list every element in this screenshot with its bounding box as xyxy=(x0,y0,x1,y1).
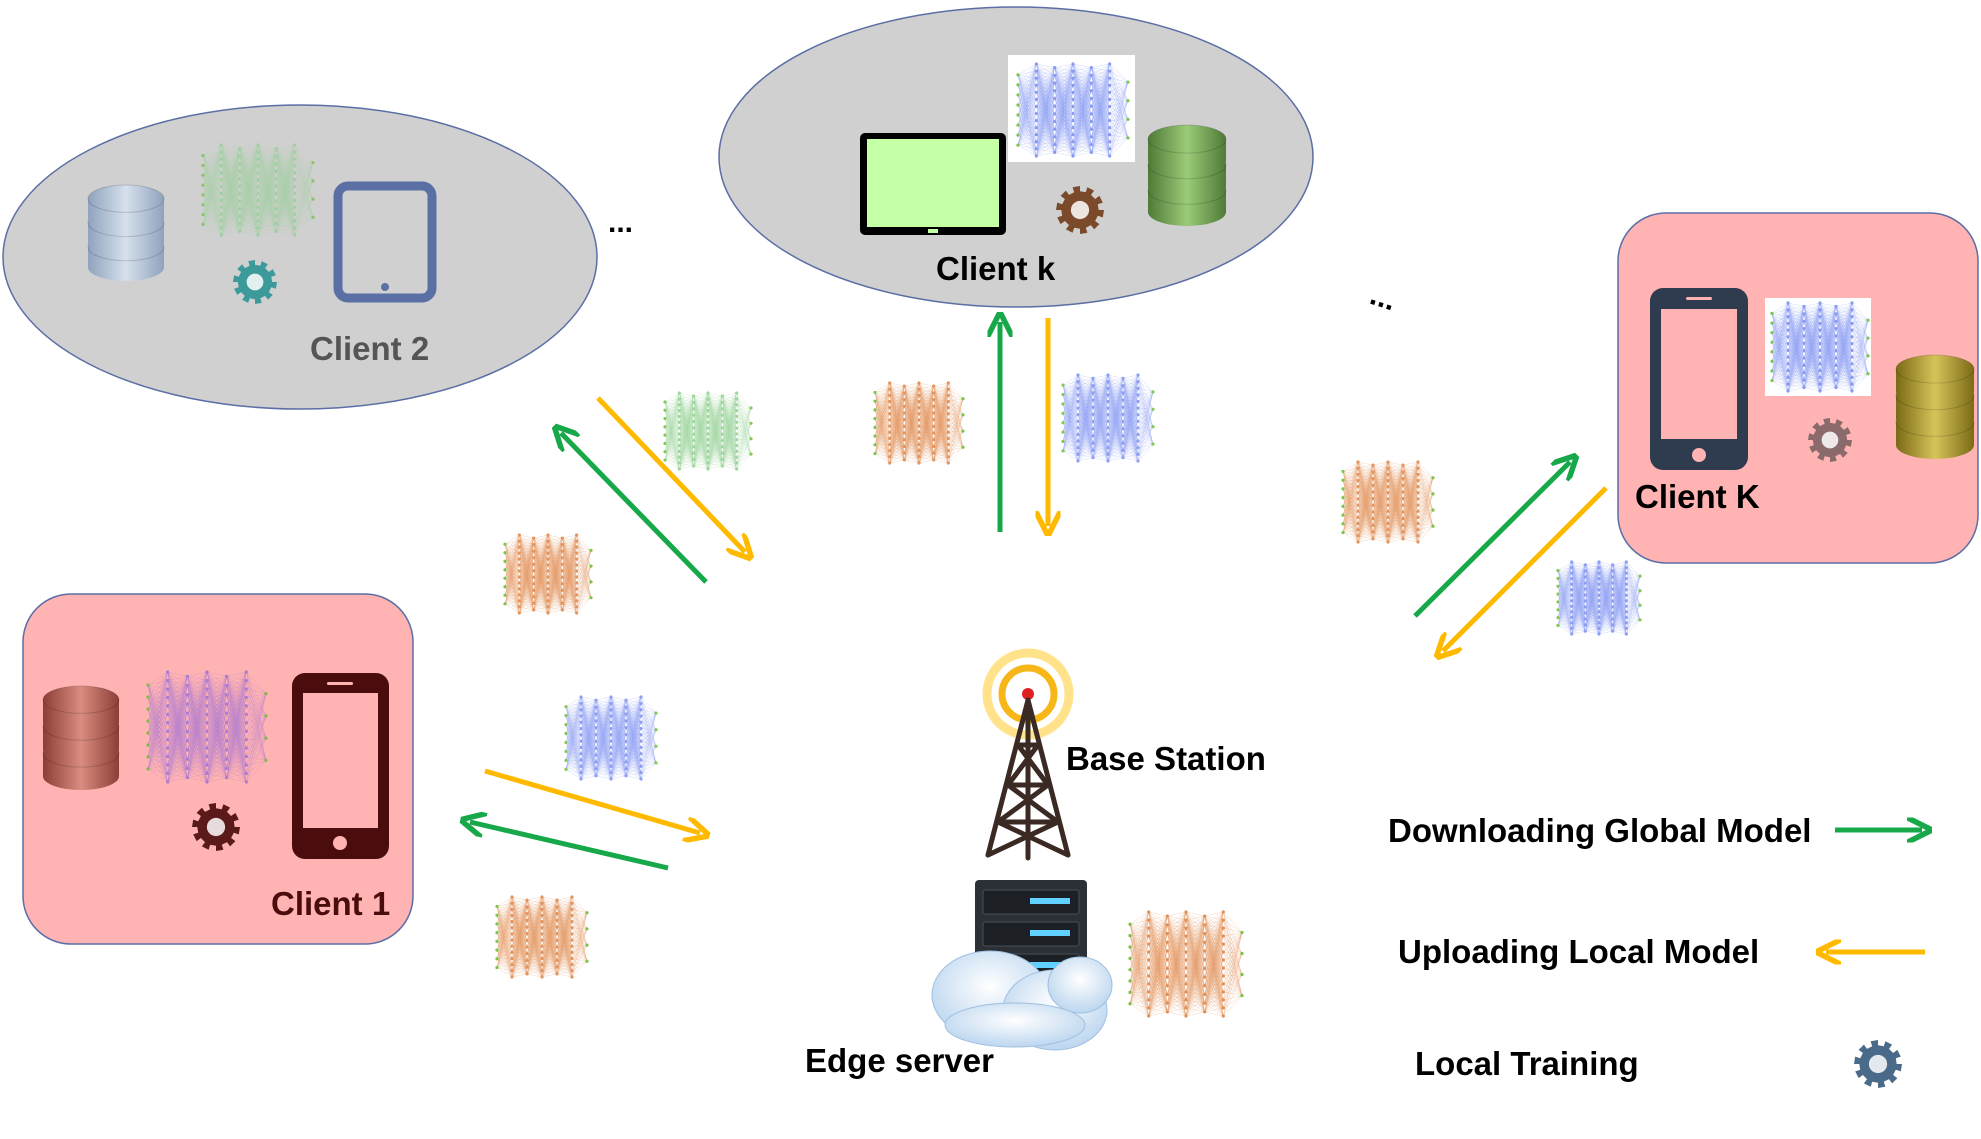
edge-server-label: Edge server xyxy=(805,1042,994,1079)
neural-network-icon xyxy=(663,391,753,471)
client-k-label: Client k xyxy=(936,250,1056,287)
client-2-group: Client 2 xyxy=(2,104,598,410)
client-1-group: Client 1 xyxy=(22,593,414,945)
download-arrow-client-2 xyxy=(561,433,708,584)
client-k-group: Client k xyxy=(718,6,1314,308)
antenna-tower-icon xyxy=(982,648,1074,861)
gear-icon xyxy=(1808,418,1852,462)
upload-arrow-client-2 xyxy=(596,396,745,552)
neural-network-icon xyxy=(146,670,268,784)
neural-network-icon xyxy=(1341,460,1435,544)
neural-network-icon xyxy=(564,695,658,781)
upload-arrow-client-K xyxy=(1443,486,1608,651)
phone-icon xyxy=(292,673,389,859)
neural-network-icon xyxy=(1770,301,1870,393)
gear-icon xyxy=(1056,186,1104,234)
cloud-icon xyxy=(931,950,1113,1051)
gear-icon xyxy=(1854,1040,1902,1088)
neural-network-icon xyxy=(1556,560,1642,636)
ellipsis-left: ... xyxy=(608,206,633,239)
legend-upload-label: Uploading Local Model xyxy=(1398,933,1759,970)
download-arrow-client-K xyxy=(1413,462,1570,618)
client-2-label: Client 2 xyxy=(310,330,429,367)
client-k-model-card xyxy=(1008,55,1135,162)
client-K-model-card xyxy=(1765,298,1871,396)
neural-network-icon xyxy=(873,381,965,465)
database-icon xyxy=(1147,124,1227,226)
ellipsis-right: ... xyxy=(1366,278,1400,317)
phone-icon xyxy=(1650,288,1748,470)
neural-network-icon xyxy=(495,895,589,979)
client-K-group: Client K xyxy=(1617,212,1979,564)
tablet-icon xyxy=(333,181,437,303)
legend-download-label: Downloading Global Model xyxy=(1388,812,1811,849)
legend: Downloading Global Model Uploading Local… xyxy=(1388,812,1925,1088)
neural-network-icon xyxy=(201,143,315,237)
database-icon xyxy=(1895,354,1975,459)
legend-training-label: Local Training xyxy=(1415,1045,1639,1082)
gear-icon xyxy=(192,803,240,851)
upload-arrow-client-1 xyxy=(484,768,700,833)
neural-network-icon xyxy=(1061,373,1155,463)
database-icon xyxy=(87,184,165,281)
tablet-icon xyxy=(860,133,1006,235)
base-station-label: Base Station xyxy=(1066,740,1266,777)
database-icon xyxy=(42,685,120,790)
gear-icon xyxy=(233,260,277,304)
neural-network-icon xyxy=(503,533,593,615)
client-K-label: Client K xyxy=(1635,478,1760,515)
client-2-panel xyxy=(2,104,598,410)
client-1-label: Client 1 xyxy=(271,885,390,922)
download-arrow-client-1 xyxy=(470,822,669,871)
neural-network-icon xyxy=(1128,910,1244,1018)
neural-network-icon xyxy=(1016,62,1130,158)
